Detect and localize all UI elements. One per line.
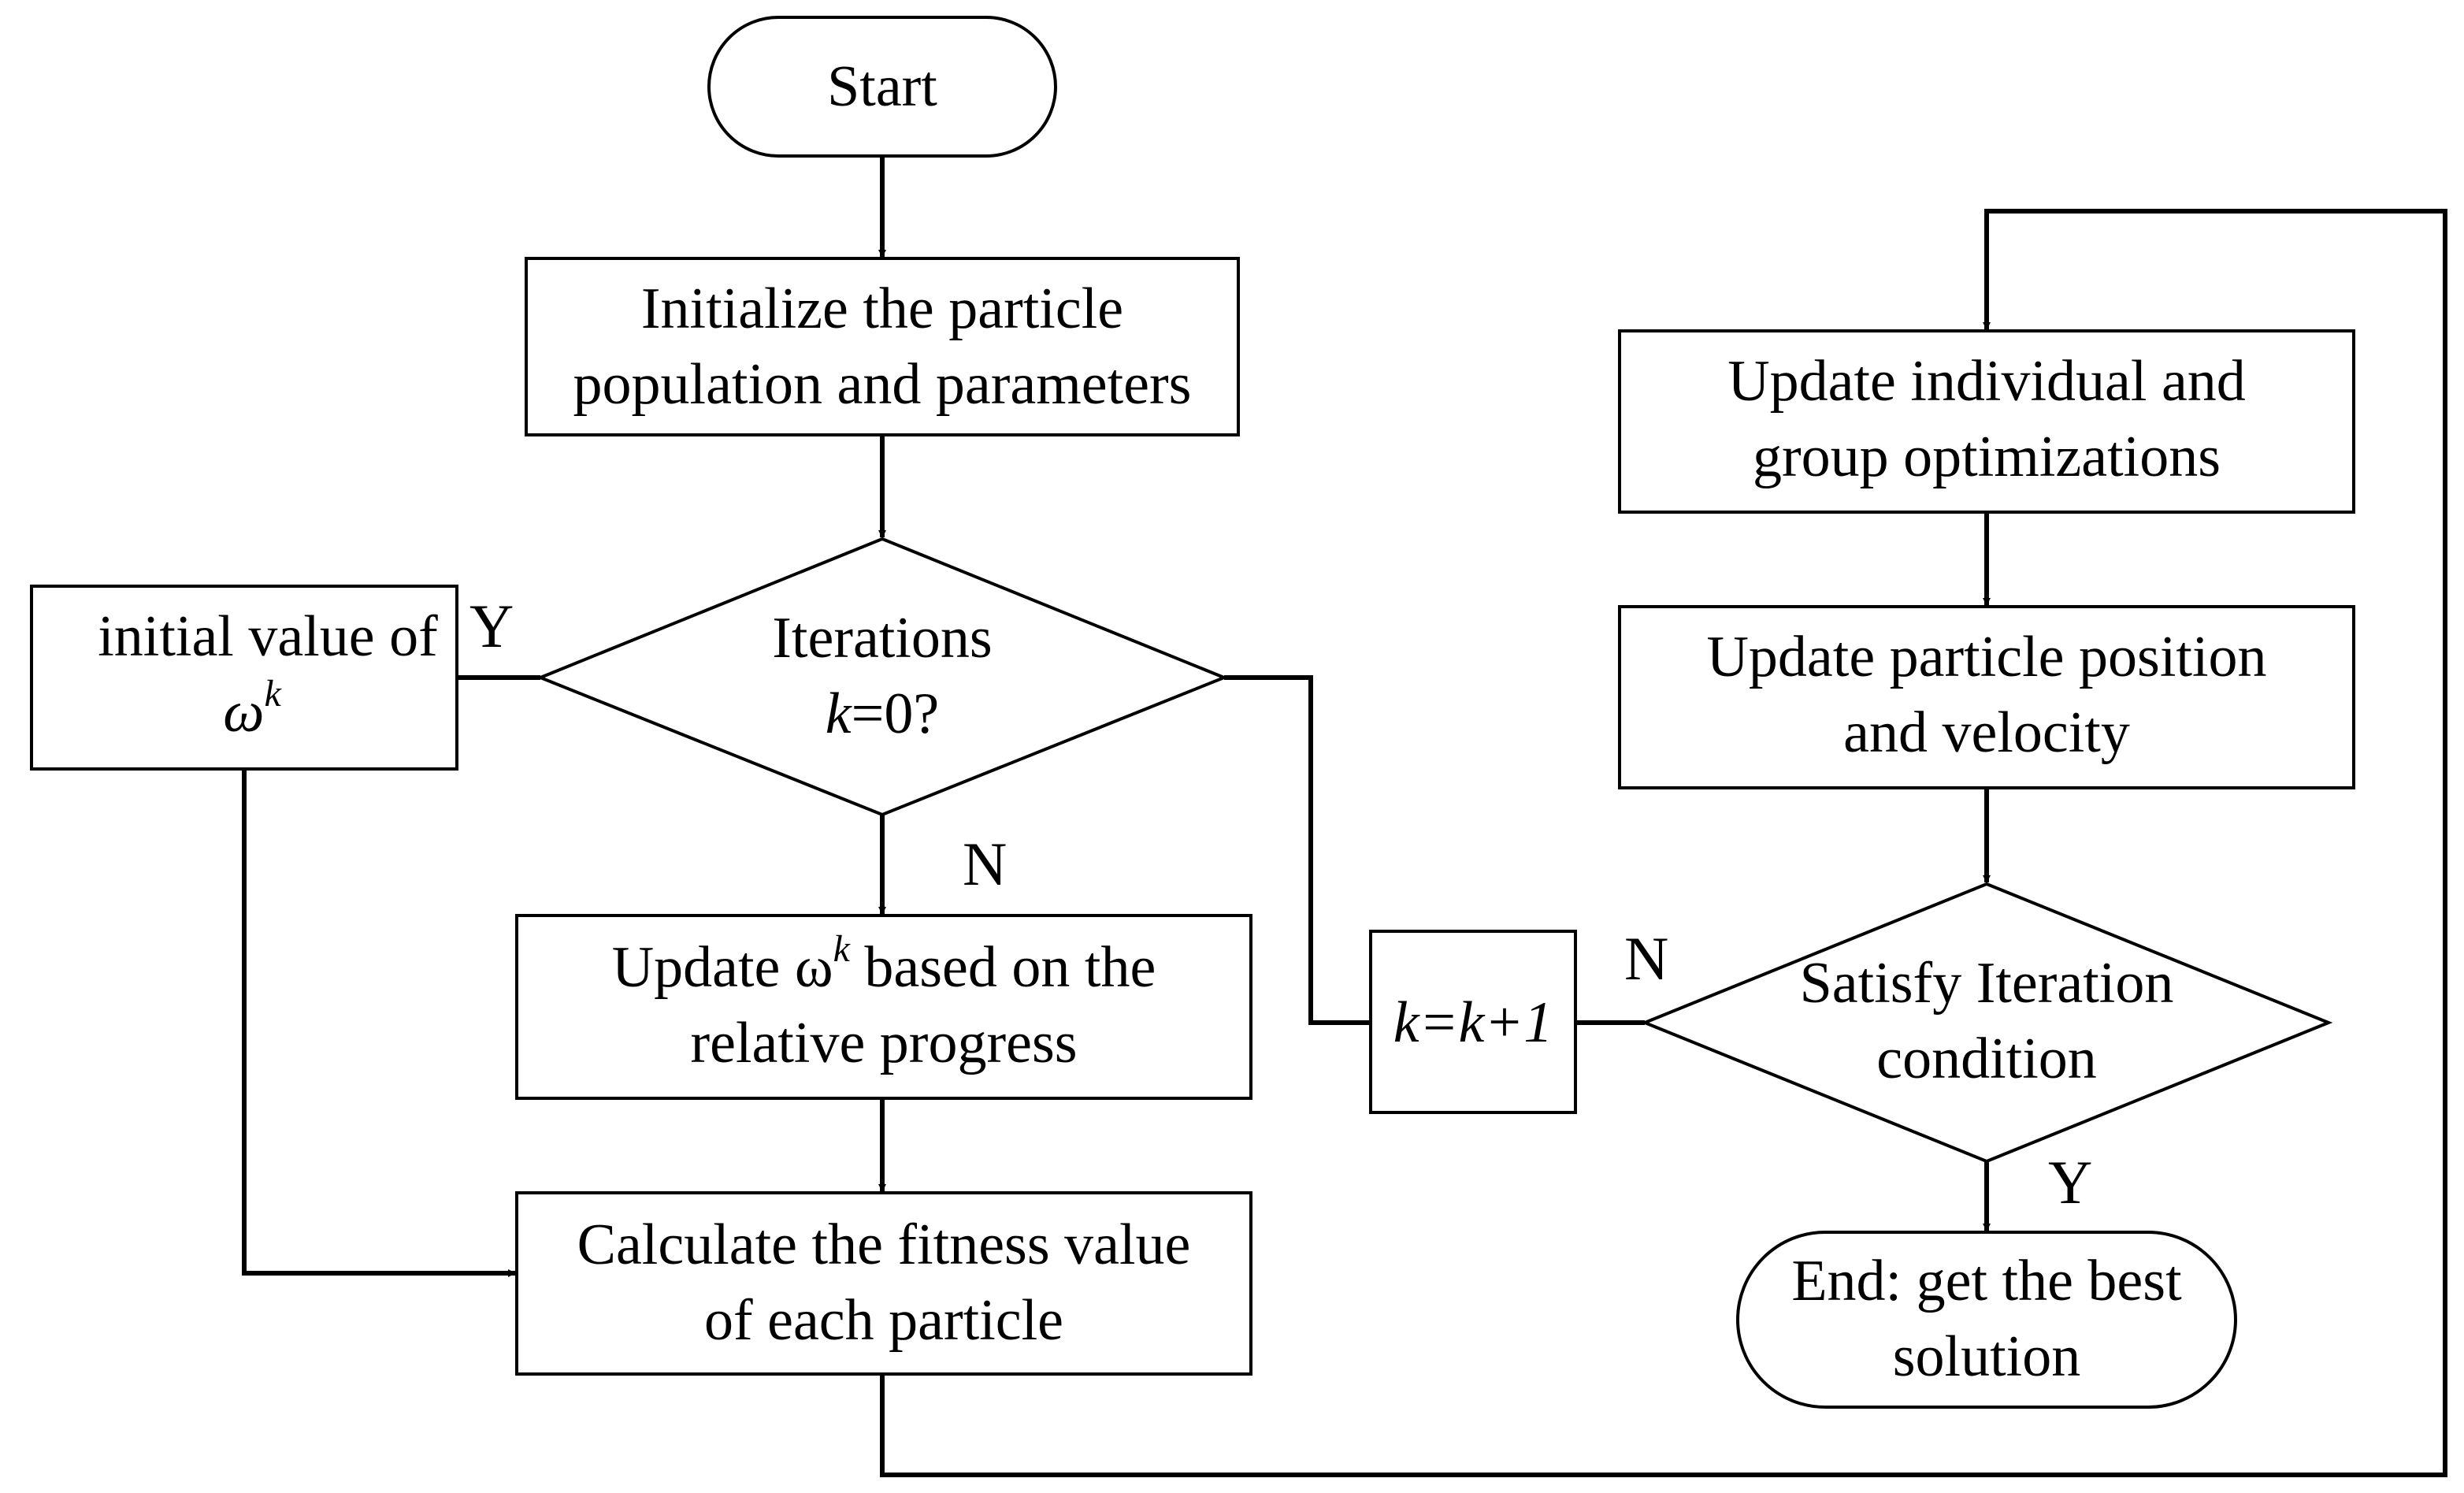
- end-terminal: [1736, 1231, 2237, 1409]
- fitness-box: [515, 1191, 1252, 1376]
- update-omega-box: [515, 914, 1252, 1100]
- start-label: Start: [827, 54, 937, 119]
- edge-fitness-loop-to-update-best: [880, 209, 2447, 1477]
- initial-omega-label: initial value of ωk: [98, 604, 438, 745]
- update-omega-label: Update ωk based on the relative progress: [611, 928, 1156, 1075]
- update-best-label: Update individual and group optimization…: [1727, 349, 2246, 489]
- end-label: End: get the best solution: [1791, 1249, 2182, 1389]
- omega-symbol: ω: [223, 680, 265, 745]
- iterations-decision-label: Iterations k=0?: [772, 606, 993, 746]
- update-position-label: Update particle position and velocity: [1706, 625, 2267, 765]
- increment-box: [1369, 930, 1577, 1114]
- k-variable: k: [825, 682, 852, 746]
- condition-yes-label: Y: [2048, 1148, 2093, 1216]
- init-label: Initialize the particle population and p…: [573, 277, 1192, 417]
- increment-label: k=k+1: [1393, 990, 1553, 1055]
- init-box: [525, 257, 1240, 436]
- omega-superscript: k: [833, 928, 850, 971]
- k0-no-label: N: [963, 830, 1007, 898]
- omega-superscript: k: [264, 673, 281, 715]
- k0-yes-label: Y: [469, 592, 514, 660]
- edge-initial-omega-to-fitness: [242, 769, 516, 1277]
- update-best-box: [1618, 329, 2355, 514]
- update-position-box: [1618, 605, 2355, 789]
- condition-no-label: N: [1624, 924, 1669, 993]
- iteration-condition-label: Satisfy Iteration condition: [1799, 951, 2174, 1091]
- fitness-label: Calculate the fitness value of each part…: [577, 1213, 1191, 1353]
- edge-increment-to-decision: [1224, 675, 1371, 1025]
